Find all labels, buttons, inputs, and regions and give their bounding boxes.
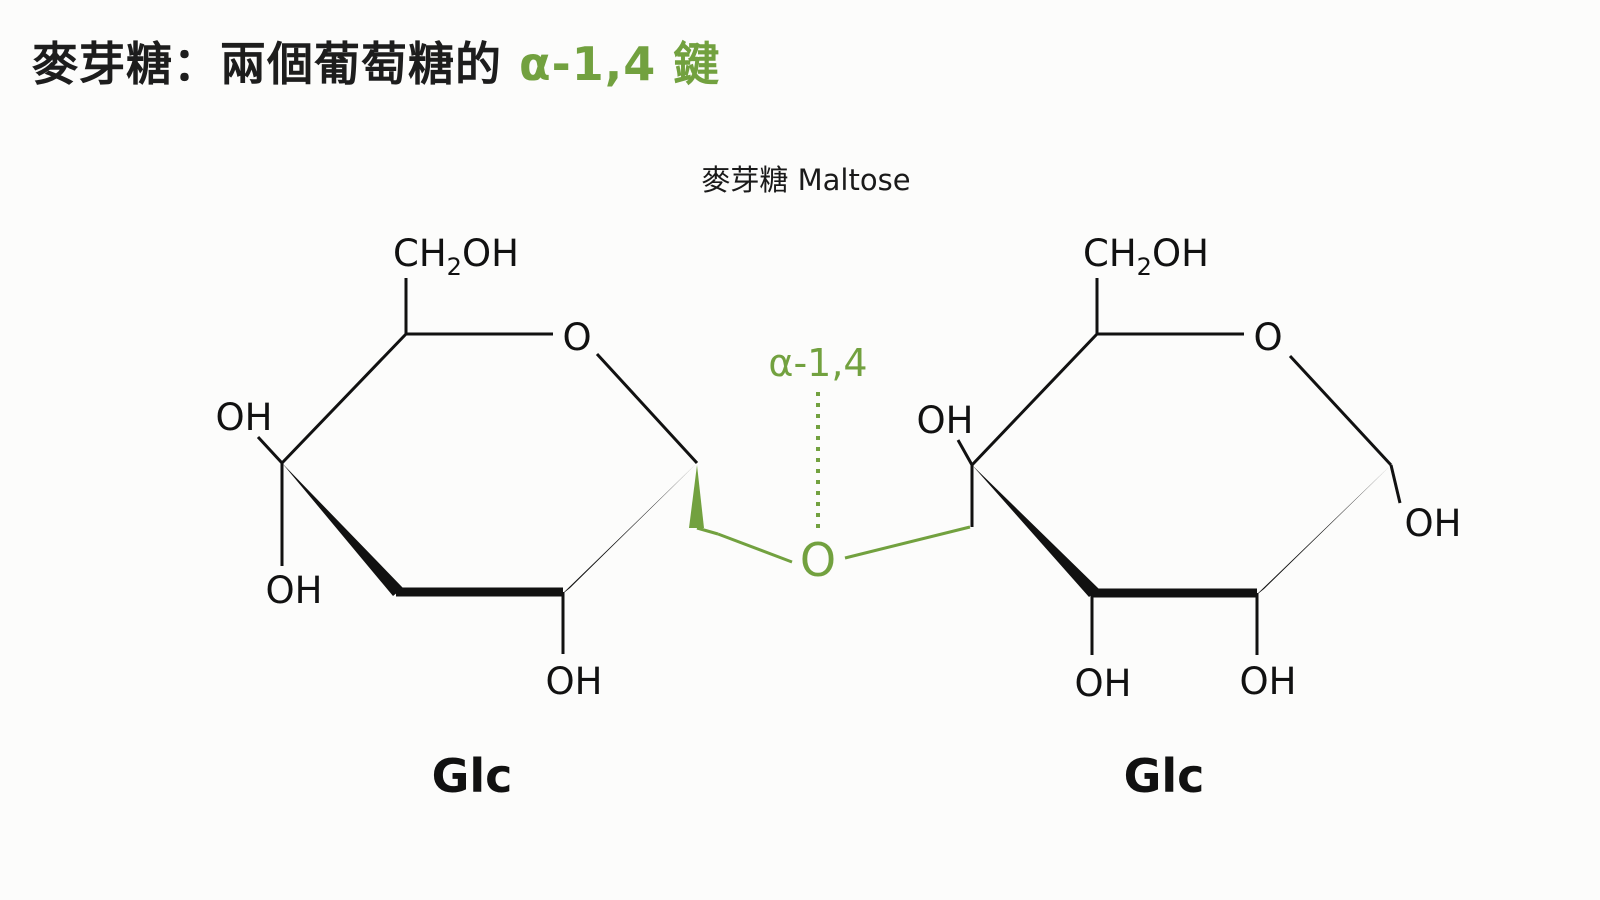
right-ch2oh-label: CH2OH	[1083, 232, 1209, 281]
left-ring-oxygen-label: O	[562, 316, 591, 359]
right-ring-oxygen-label: O	[1253, 316, 1282, 359]
left-ring-o-c1-bond	[595, 352, 699, 465]
right-ring-c4-c3-wedge	[972, 465, 1099, 597]
left-oh-c4-label: OH	[216, 396, 273, 439]
right-glucose-ring: CH2OH O OH OH OH OH Glc	[917, 232, 1462, 803]
page-title-accent: α-1,4 鍵	[519, 37, 721, 91]
left-ring-name: Glc	[432, 749, 513, 803]
right-ring-c5-c4-bond	[970, 332, 1099, 467]
right-oh-c3-label: OH	[1075, 662, 1132, 705]
alpha-1-4-linkage: α-1,4 O	[696, 341, 971, 587]
left-ring-c4-c3-wedge	[282, 463, 403, 596]
diagram-caption: 麥芽糖 Maltose	[701, 163, 910, 197]
right-oh-c1-label: OH	[1405, 502, 1462, 545]
left-ring-c2-c1-wedge	[560, 463, 697, 596]
right-ring-c2-c1-wedge	[1254, 465, 1391, 597]
left-ch2oh-label: CH2OH	[393, 232, 519, 281]
right-ring-name: Glc	[1124, 749, 1205, 803]
linkage-label: α-1,4	[768, 341, 867, 385]
linkage-right-bond	[844, 525, 971, 560]
right-ring-o-c1-bond	[1288, 354, 1393, 467]
right-oh-c4-label: OH	[917, 399, 974, 442]
left-oh-c2-label: OH	[546, 660, 603, 703]
left-ring-c1-wedge	[689, 465, 704, 528]
linkage-oxygen-label: O	[800, 533, 836, 587]
linkage-left-bond-a	[696, 526, 719, 536]
right-ring-c1-oh-bond	[1389, 464, 1402, 504]
right-oh-c2-label: OH	[1240, 660, 1297, 703]
linkage-left-bond-b	[717, 532, 793, 564]
right-ring-c4-oh-bond	[956, 439, 974, 466]
left-ring-c4-oh-bond	[256, 435, 284, 465]
left-oh-c3-label: OH	[266, 569, 323, 612]
page-title: 麥芽糖：兩個葡萄糖的 α-1,4 鍵	[32, 28, 720, 94]
left-glucose-ring: CH2OH O OH OH OH Glc	[216, 232, 704, 803]
left-ring-c5-c4-bond	[280, 332, 408, 465]
page-title-main: 麥芽糖：兩個葡萄糖的	[32, 37, 520, 91]
